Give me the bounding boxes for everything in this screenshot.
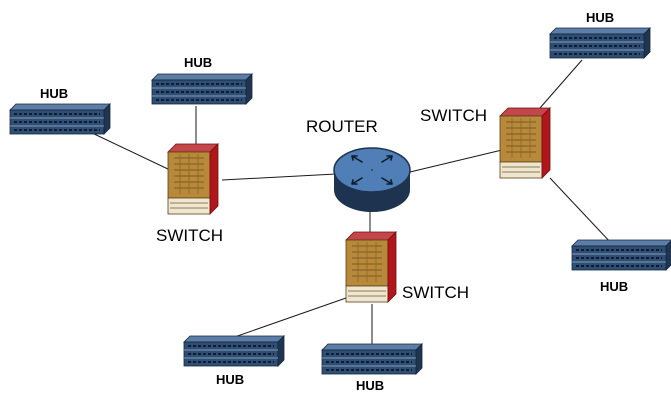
link-switch-right-hub-right-2 [549, 177, 613, 245]
switch-bottom-label: SWITCH [402, 283, 469, 302]
switch-right [499, 107, 551, 179]
hub-left-2 [151, 73, 253, 105]
hub-right-1-label: HUB [586, 10, 614, 25]
router-label: ROUTER [306, 117, 378, 136]
router-arrows-icon [351, 155, 393, 185]
link-switch-left-hub-left-1 [89, 131, 171, 171]
link-switch-bottom-hub-bottom-1 [225, 297, 347, 341]
hub-bottom-1-label: HUB [216, 372, 244, 387]
link-switch-right-hub-right-1 [539, 59, 583, 109]
switch-bottom [345, 231, 397, 303]
switch-right-label: SWITCH [420, 106, 487, 125]
hub-bottom-2 [321, 343, 423, 375]
hub-left-1-label: HUB [40, 86, 68, 101]
hub-right-2 [571, 239, 671, 271]
hub-bottom-1 [183, 335, 285, 367]
link-router-switch-left [221, 173, 337, 181]
hub-bottom-2-label: HUB [356, 378, 384, 393]
switch-left-label: SWITCH [156, 226, 223, 245]
hub-left-1 [9, 103, 111, 135]
router [333, 147, 411, 212]
hub-right-2-label: HUB [600, 279, 628, 294]
hub-left-2-label: HUB [184, 55, 212, 70]
switch-left [167, 143, 219, 215]
connections [89, 59, 613, 346]
link-router-switch-right [409, 149, 503, 173]
hub-right-1 [549, 27, 651, 59]
